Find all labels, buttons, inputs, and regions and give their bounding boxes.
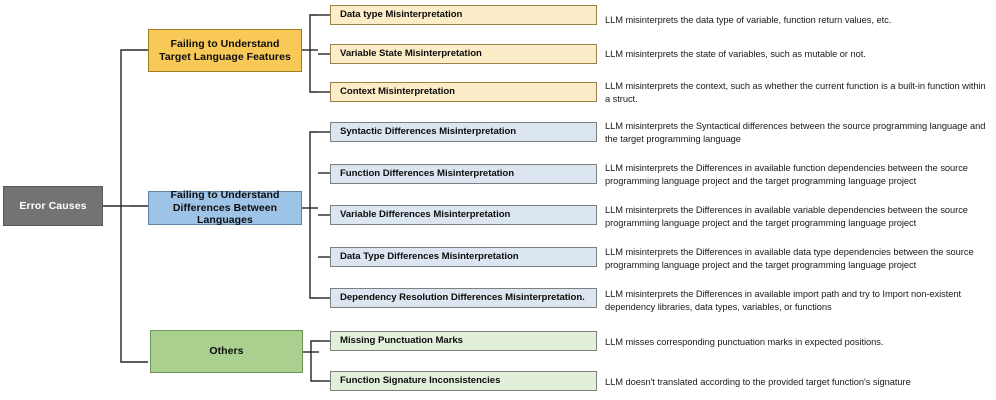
leaf-label: Context Misinterpretation (340, 86, 455, 98)
leaf-description-syntactic-differences-misinterpretation: LLM misinterprets the Syntactical differ… (605, 121, 986, 145)
category-label-line1: Failing to Understand (170, 189, 280, 202)
leaf-description-function-differences-misinterpretation: LLM misinterprets the Differences in ava… (605, 163, 968, 187)
category-label: Failing to Understand Differences Betwee… (149, 189, 301, 226)
leaf-label: Missing Punctuation Marks (340, 335, 463, 347)
leaf-node-variable-state-misinterpretation[interactable]: Variable State Misinterpretation (330, 44, 597, 64)
leaf-description-data-type-misinterpretation: LLM misinterprets the data type of varia… (605, 15, 892, 25)
leaf-node-context-misinterpretation[interactable]: Context Misinterpretation (330, 82, 597, 102)
leaf-label: Syntactic Differences Misinterpretation (340, 126, 517, 138)
leaf-label: Variable State Misinterpretation (340, 48, 482, 60)
leaf-description-context-misinterpretation: LLM misinterprets the context, such as w… (605, 81, 986, 105)
leaf-label: Function Differences Misinterpretation (340, 168, 515, 180)
leaf-node-data-type-misinterpretation[interactable]: Data type Misinterpretation (330, 5, 597, 25)
leaf-description-function-signature-inconsistencies: LLM doesn't translated according to the … (605, 377, 911, 387)
category-label: Others (209, 345, 244, 358)
leaf-label: Variable Differences Misinterpretation (340, 209, 511, 221)
leaf-node-missing-punctuation-marks[interactable]: Missing Punctuation Marks (330, 331, 597, 351)
leaf-description-data-type-differences-misinterpretation: LLM misinterprets the Differences in ava… (605, 247, 974, 271)
category-label-line2: Target Language Features (159, 50, 291, 63)
category-label-line1: Failing to Understand (170, 38, 280, 51)
cat3-bracket (310, 340, 319, 382)
category-node-target-language-features[interactable]: Failing to Understand Target Language Fe… (148, 29, 302, 72)
leaf-description-variable-state-misinterpretation: LLM misinterprets the state of variables… (605, 49, 866, 59)
leaf-node-variable-differences-misinterpretation[interactable]: Variable Differences Misinterpretation (330, 205, 597, 225)
leaf-description-dependency-resolution-differences-misinterpretation: LLM misinterprets the Differences in ava… (605, 289, 962, 313)
leaf-description-variable-differences-misinterpretation: LLM misinterprets the Differences in ava… (605, 205, 968, 229)
leaf-node-syntactic-differences-misinterpretation[interactable]: Syntactic Differences Misinterpretation (330, 122, 597, 142)
category-label: Failing to Understand Target Language Fe… (159, 38, 291, 63)
cat1-bracket (309, 14, 318, 93)
leaf-node-data-type-differences-misinterpretation[interactable]: Data Type Differences Misinterpretation (330, 247, 597, 267)
category-node-differences-between-languages[interactable]: Failing to Understand Differences Betwee… (148, 189, 302, 226)
leaf-description-missing-punctuation-marks: LLM misses corresponding punctuation mar… (605, 337, 884, 347)
leaf-node-dependency-resolution-differences-misinterpretation[interactable]: Dependency Resolution Differences Misint… (330, 288, 597, 308)
cat2-bracket (309, 131, 318, 299)
leaf-label: Dependency Resolution Differences Misint… (340, 292, 585, 304)
leaf-node-function-differences-misinterpretation[interactable]: Function Differences Misinterpretation (330, 164, 597, 184)
leaf-label: Data type Misinterpretation (340, 9, 463, 21)
leaf-label: Data Type Differences Misinterpretation (340, 251, 519, 263)
category-label-line2: Differences Between Languages (172, 201, 278, 227)
leaf-label: Function Signature Inconsistencies (340, 375, 501, 387)
leaf-node-function-signature-inconsistencies[interactable]: Function Signature Inconsistencies (330, 371, 597, 391)
root-node-label: Error Causes (19, 199, 87, 212)
root-node-error-causes[interactable]: Error Causes (3, 186, 103, 226)
category-node-others[interactable]: Others (150, 330, 303, 373)
